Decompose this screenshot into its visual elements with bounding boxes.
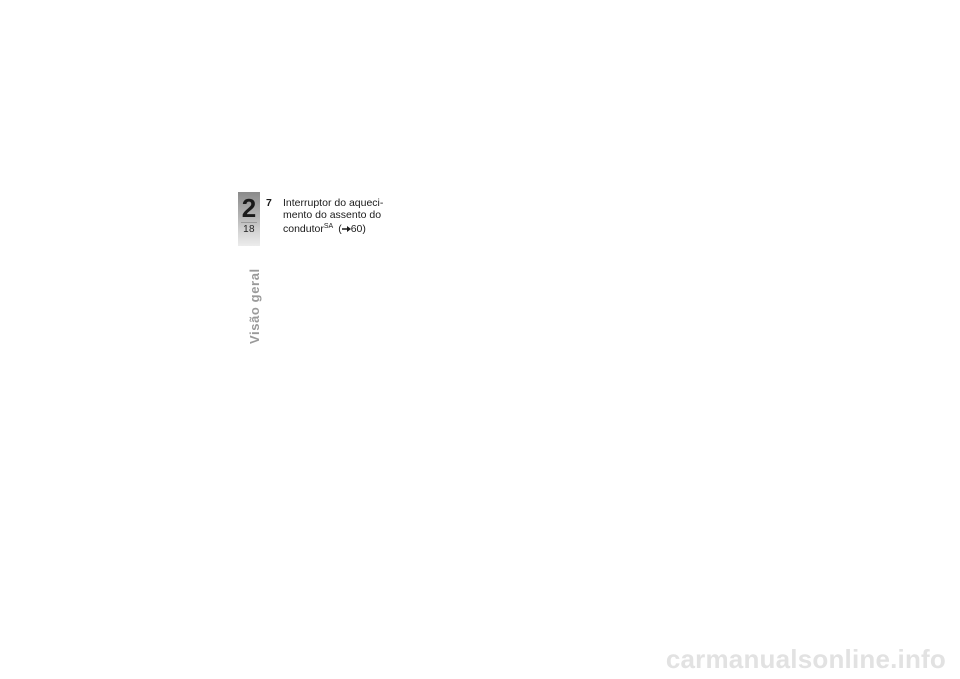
- item-superscript: SA: [323, 223, 334, 230]
- chapter-number: 2: [241, 193, 257, 223]
- page-number: 18: [243, 224, 255, 235]
- watermark: carmanualsonline.info: [665, 644, 946, 674]
- chapter-tab: 2 18: [238, 192, 260, 246]
- reference-page: 60): [350, 223, 366, 235]
- arrow-right-icon: [341, 226, 351, 232]
- item-line-2: mento do assento do: [283, 209, 382, 221]
- section-title: Visão geral: [247, 268, 262, 344]
- item-line-1: Interruptor do aqueci-: [283, 197, 384, 209]
- item-line-3: condutorSA (60): [283, 221, 403, 235]
- tab-divider: [241, 222, 257, 223]
- item-number: 7: [266, 197, 272, 209]
- page-reference-link[interactable]: (60): [338, 223, 366, 235]
- item-line-3-text: condutor: [283, 223, 324, 235]
- reference-open: (: [338, 223, 342, 235]
- item-text: Interruptor do aqueci- mento do assento …: [283, 197, 403, 235]
